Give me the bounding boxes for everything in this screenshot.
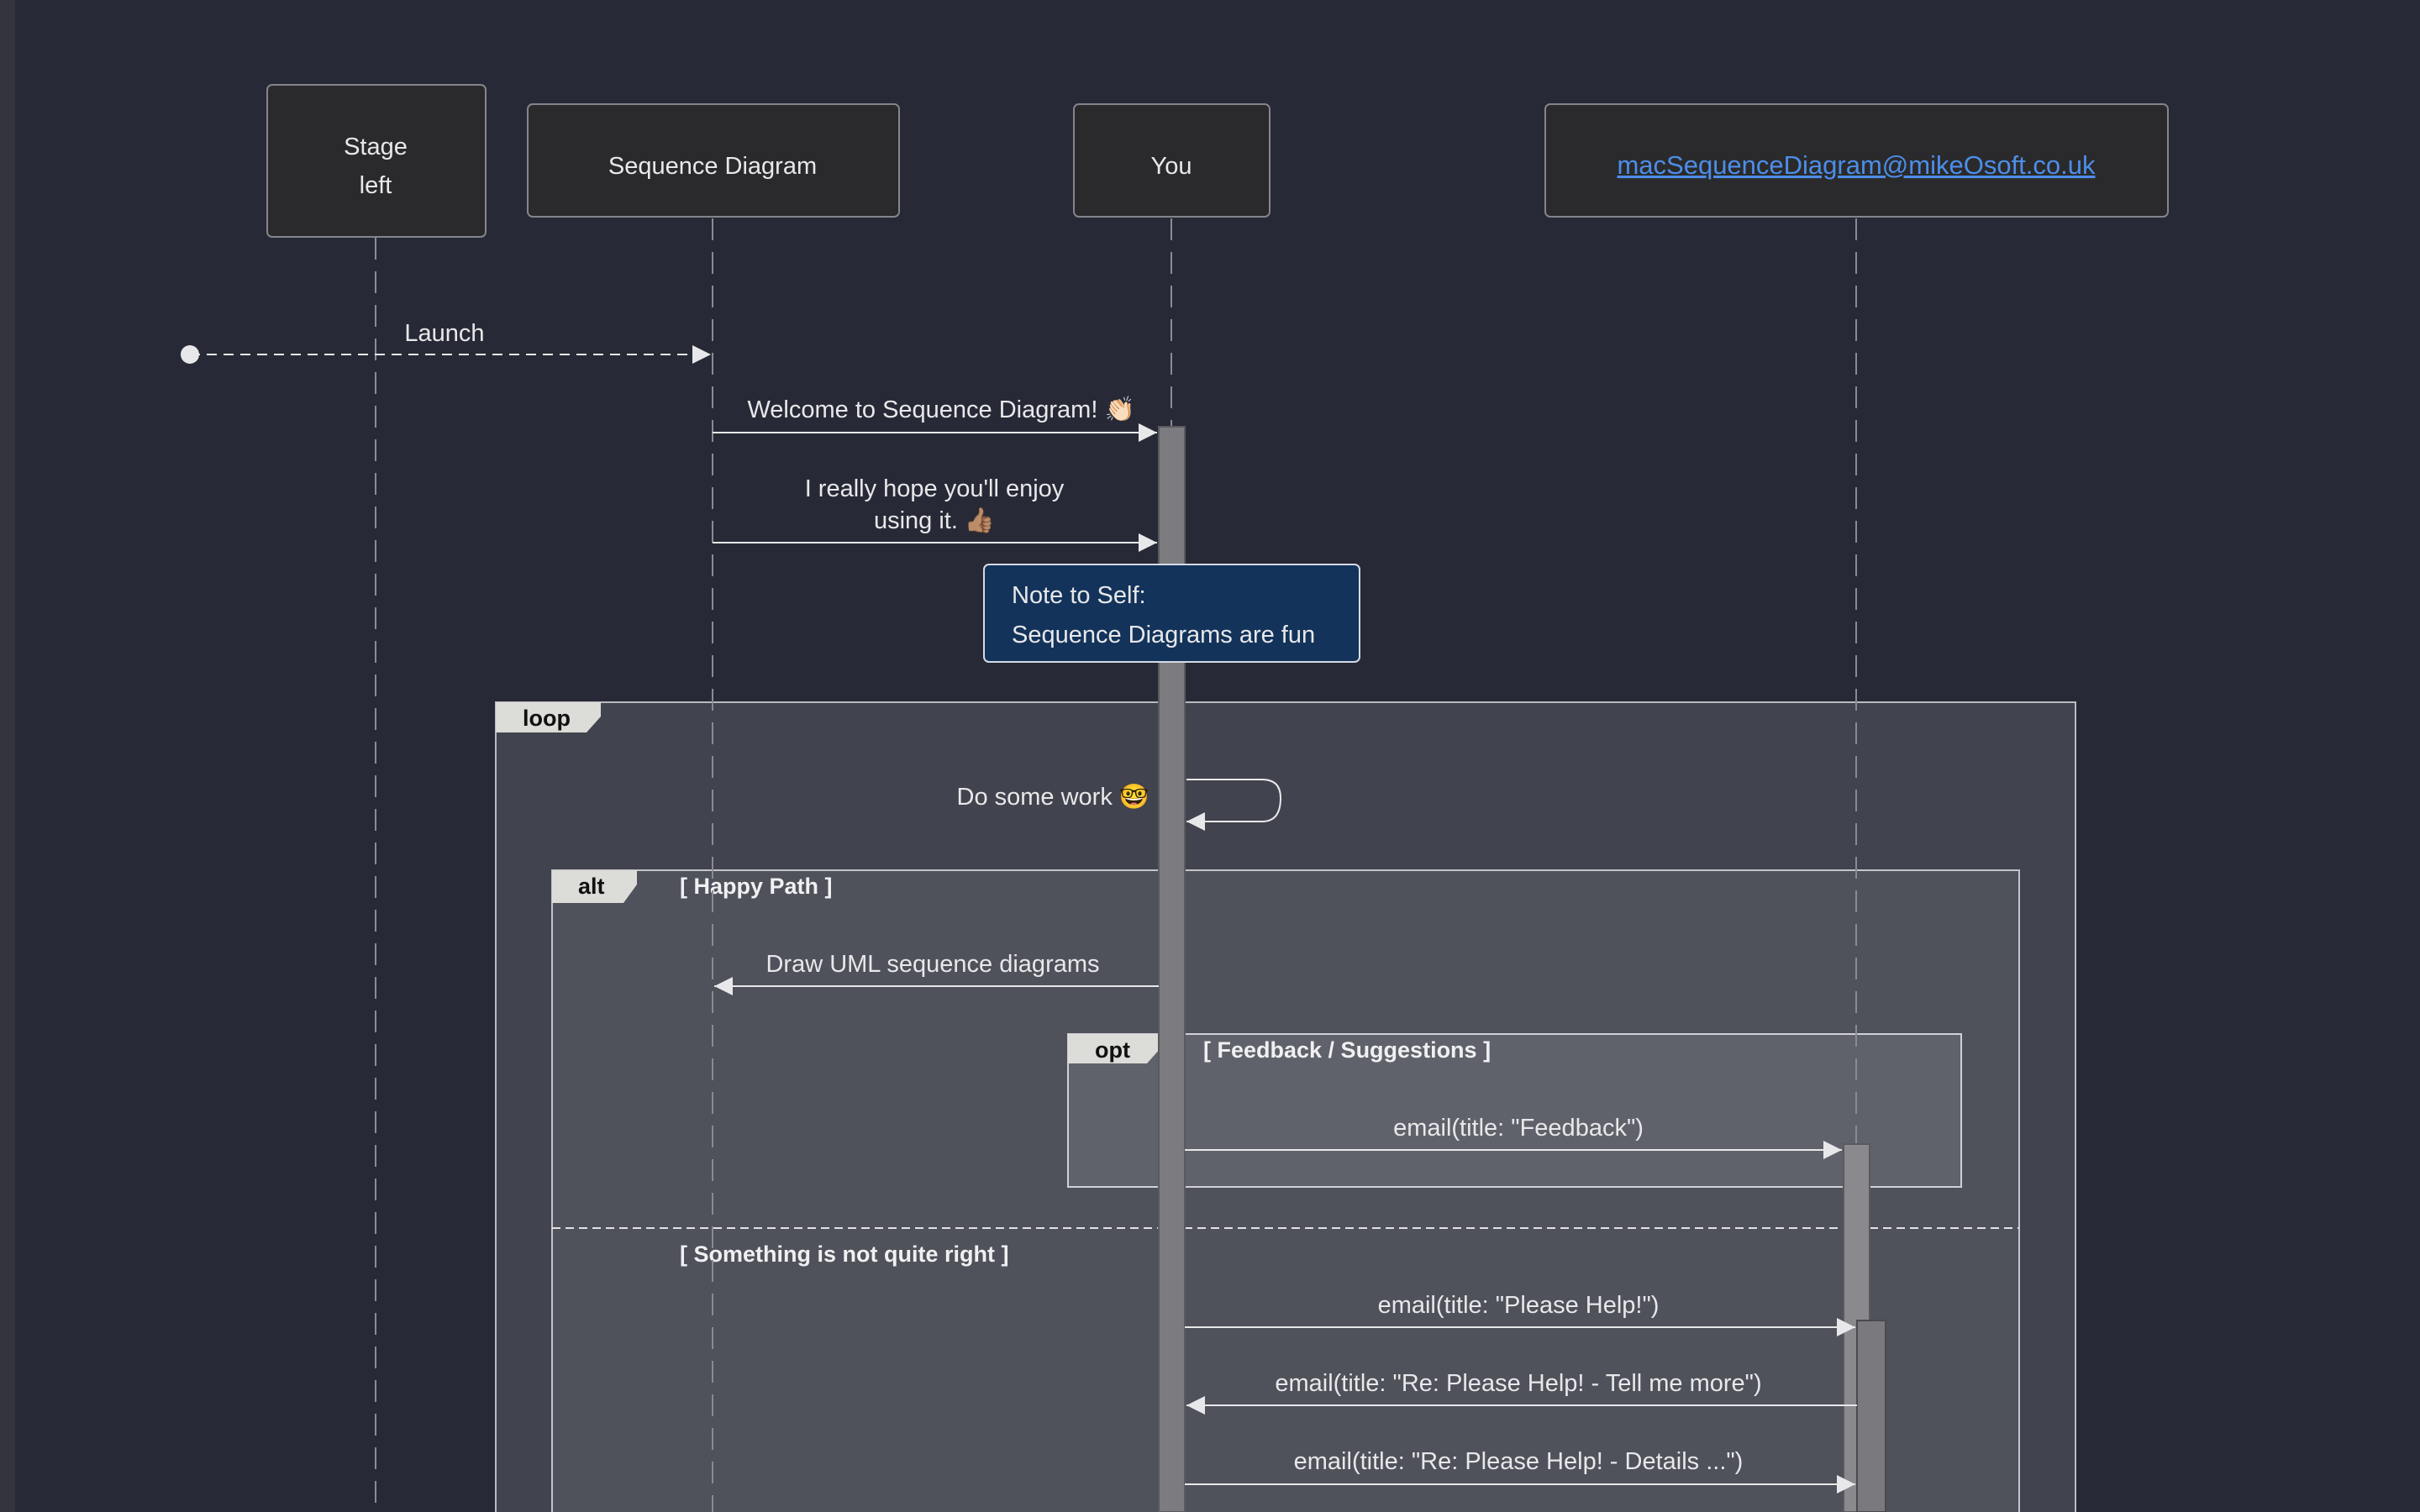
note-to-self[interactable]: Note to Self: Sequence Diagrams are fun bbox=[983, 564, 1360, 663]
participant-sequence-diagram-label: Sequence Diagram bbox=[608, 153, 817, 180]
message-do-some-work: Do some work 🤓 bbox=[957, 779, 1282, 831]
fragment-opt-guard: [ Feedback / Suggestions ] bbox=[1203, 1037, 1491, 1063]
window-left-edge bbox=[0, 0, 15, 1512]
message-enjoy-label-line2: using it. 👍🏽 bbox=[874, 506, 995, 534]
message-email-details-label: email(title: "Re: Please Help! - Details… bbox=[1294, 1448, 1744, 1475]
message-email-please-help-label: email(title: "Please Help!") bbox=[1378, 1292, 1660, 1319]
fragment-loop: loop bbox=[495, 701, 2076, 1512]
message-enjoy: I really hope you'll enjoy using it. 👍🏽 bbox=[713, 475, 1157, 552]
participant-email[interactable]: macSequenceDiagram@mikeOsoft.co.uk bbox=[1544, 103, 2169, 218]
message-email-details: email(title: "Re: Please Help! - Details… bbox=[1185, 1448, 1855, 1494]
activation-email-nested bbox=[1856, 1320, 1886, 1512]
message-do-some-work-label: Do some work 🤓 bbox=[957, 783, 1150, 811]
message-email-feedback-label: email(title: "Feedback") bbox=[1393, 1115, 1644, 1142]
message-email-tell-me-more: email(title: "Re: Please Help! - Tell me… bbox=[1186, 1370, 1857, 1415]
message-welcome-label: Welcome to Sequence Diagram! 👏🏻 bbox=[747, 395, 1134, 423]
message-launch-label: Launch bbox=[404, 320, 484, 347]
message-draw-uml-label: Draw UML sequence diagrams bbox=[765, 951, 1099, 978]
participant-email-link[interactable]: macSequenceDiagram@mikeOsoft.co.uk bbox=[1617, 150, 2096, 180]
fragment-alt-guard: [ Happy Path ] bbox=[680, 874, 833, 899]
fragment-alt-tab bbox=[552, 870, 637, 903]
fragment-loop-tab bbox=[496, 702, 601, 732]
message-draw-uml: Draw UML sequence diagrams bbox=[714, 951, 1159, 995]
note-line2: Sequence Diagrams are fun bbox=[1012, 622, 1315, 648]
message-email-tell-me-more-label: email(title: "Re: Please Help! - Tell me… bbox=[1275, 1370, 1761, 1397]
fragment-alt-label: alt bbox=[578, 874, 605, 899]
participant-you[interactable]: You bbox=[1073, 103, 1270, 218]
fragment-opt-label: opt bbox=[1095, 1037, 1130, 1063]
participant-stage-label-line2: left bbox=[360, 172, 392, 199]
participant-sequence-diagram[interactable]: Sequence Diagram bbox=[527, 103, 900, 218]
participant-you-label: You bbox=[1151, 153, 1192, 180]
note-line1: Note to Self: bbox=[1012, 582, 1146, 609]
message-email-feedback: email(title: "Feedback") bbox=[1185, 1115, 1842, 1159]
fragment-opt: opt [ Feedback / Suggestions ] bbox=[1067, 1033, 1962, 1188]
message-email-please-help: email(title: "Please Help!") bbox=[1185, 1292, 1855, 1336]
fragment-opt-tab bbox=[1068, 1034, 1160, 1063]
fragment-loop-label: loop bbox=[523, 706, 571, 731]
participant-stage-label-line1: Stage bbox=[344, 134, 408, 160]
message-launch: Launch bbox=[181, 320, 711, 364]
message-welcome: Welcome to Sequence Diagram! 👏🏻 bbox=[713, 395, 1157, 442]
fragment-alt-else-guard: [ Something is not quite right ] bbox=[680, 1242, 1008, 1267]
message-enjoy-label-line1: I really hope you'll enjoy bbox=[805, 475, 1065, 502]
participant-stage[interactable]: Stage left bbox=[266, 84, 487, 238]
